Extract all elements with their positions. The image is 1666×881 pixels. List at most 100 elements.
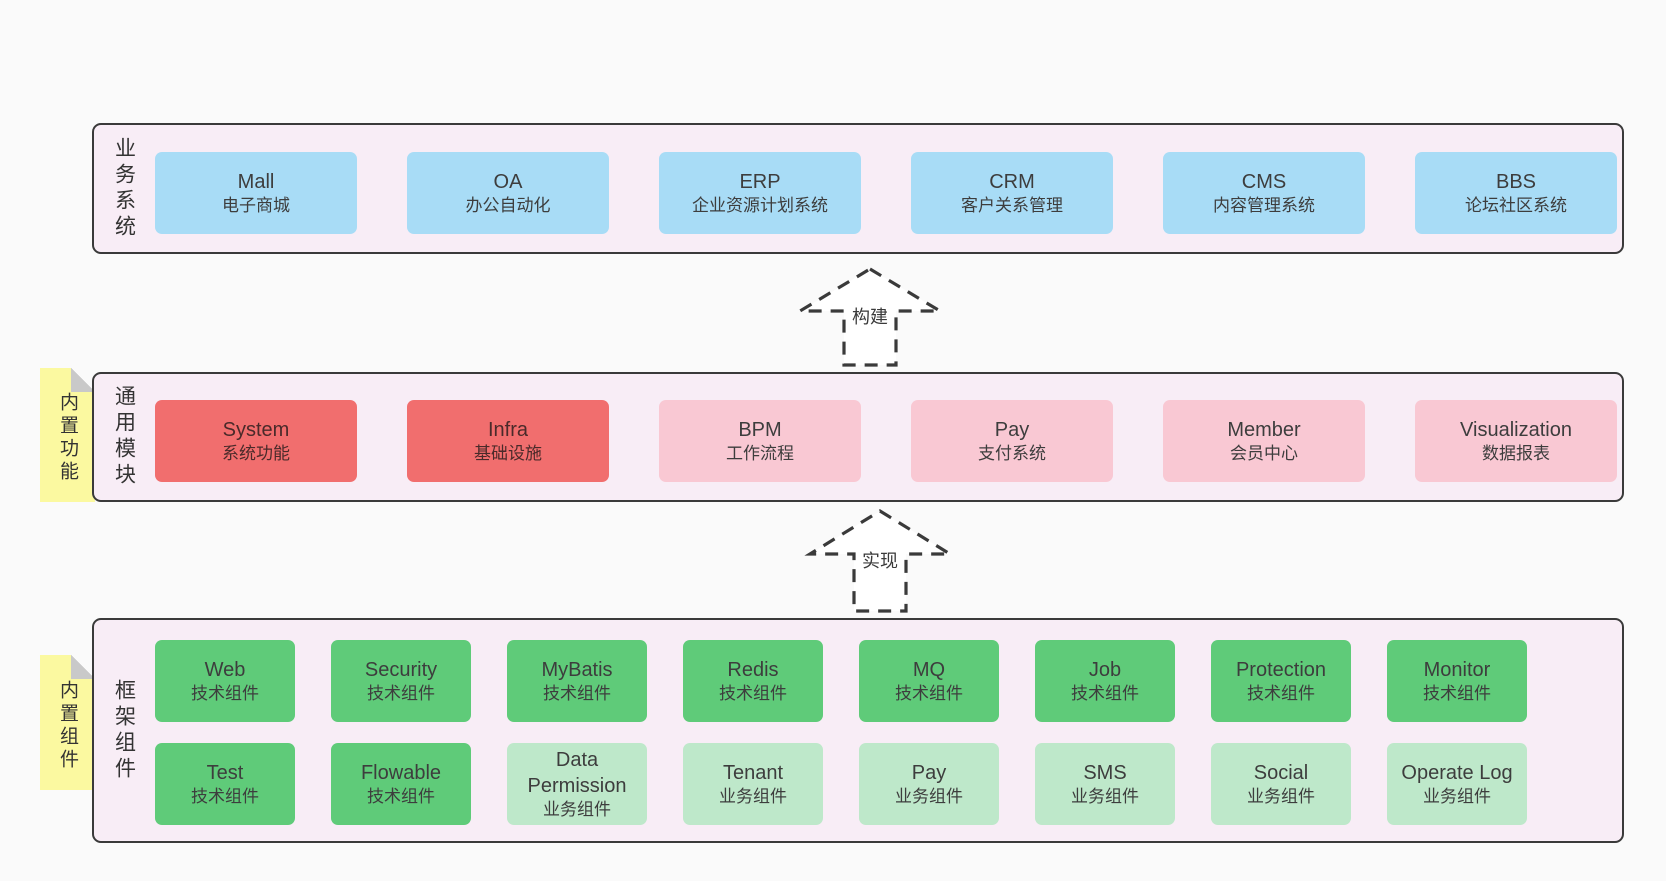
node-desc: 技术组件	[895, 683, 963, 703]
node-name: MQ	[912, 658, 946, 681]
node-crm: CRM 客户关系管理	[911, 152, 1113, 234]
node-bbs: BBS 论坛社区系统	[1415, 152, 1617, 234]
arrow-implement: 实现	[800, 508, 960, 614]
node-desc: 客户关系管理	[961, 195, 1063, 215]
node-protection: Protection 技术组件	[1211, 640, 1351, 722]
sticky-note-label: 内置功能	[57, 392, 78, 484]
node-bpm: BPM 工作流程	[659, 400, 861, 482]
node-name: Test	[206, 761, 244, 784]
node-desc: 技术组件	[191, 683, 259, 703]
node-monitor: Monitor 技术组件	[1387, 640, 1527, 722]
node-desc: 企业资源计划系统	[692, 195, 828, 215]
arrow-implement-label: 实现	[859, 550, 901, 574]
node-name: Tenant	[722, 761, 784, 784]
layer-business-systems: 业务系统 Mall 电子商城 OA 办公自动化 ERP 企业资源计划系统 CRM…	[92, 123, 1624, 254]
node-desc: 基础设施	[474, 443, 542, 463]
node-desc: 技术组件	[367, 683, 435, 703]
node-desc: 业务组件	[1071, 786, 1139, 806]
layer-common-modules: 通用模块 System 系统功能 Infra 基础设施 BPM 工作流程 Pay…	[92, 372, 1624, 502]
side-label-framework-components: 框架组件	[112, 678, 136, 783]
side-label-common-modules: 通用模块	[112, 385, 136, 489]
node-flowable: Flowable 技术组件	[331, 743, 471, 825]
node-desc: 支付系统	[978, 443, 1046, 463]
node-desc: 电子商城	[222, 195, 290, 215]
node-desc: 技术组件	[543, 683, 611, 703]
node-desc: 办公自动化	[465, 195, 551, 215]
sticky-note-built-in-components: 内置组件	[40, 655, 95, 790]
node-mall: Mall 电子商城	[155, 152, 357, 234]
node-visualization: Visualization 数据报表	[1415, 400, 1617, 482]
node-desc: 业务组件	[543, 799, 611, 819]
node-desc: 工作流程	[726, 443, 794, 463]
node-desc: 技术组件	[719, 683, 787, 703]
node-test: Test 技术组件	[155, 743, 295, 825]
node-redis: Redis 技术组件	[683, 640, 823, 722]
node-desc: 技术组件	[1071, 683, 1139, 703]
node-name: Monitor	[1423, 658, 1491, 681]
node-oa: OA 办公自动化	[407, 152, 609, 234]
node-erp: ERP 企业资源计划系统	[659, 152, 861, 234]
node-desc: 技术组件	[367, 786, 435, 806]
node-sms: SMS 业务组件	[1035, 743, 1175, 825]
node-name: Web	[204, 658, 246, 681]
node-social: Social 业务组件	[1211, 743, 1351, 825]
node-desc: 业务组件	[1247, 786, 1315, 806]
node-name: BPM	[738, 418, 782, 441]
node-name: Flowable	[360, 761, 442, 784]
layer-framework-components: 框架组件 Web 技术组件 Security 技术组件 MyBatis 技术组件…	[92, 618, 1624, 843]
arrow-build: 构建	[790, 266, 950, 368]
node-desc: 数据报表	[1482, 443, 1550, 463]
sticky-note-fold-icon	[71, 368, 95, 392]
side-label-business-systems: 业务系统	[112, 136, 136, 241]
node-name: MyBatis	[541, 658, 613, 681]
node-name: Pay	[994, 418, 1030, 441]
node-desc: 技术组件	[191, 786, 259, 806]
node-name: BBS	[1495, 170, 1537, 193]
node-name: Redis	[727, 658, 779, 681]
node-name: Social	[1253, 761, 1309, 784]
node-mybatis: MyBatis 技术组件	[507, 640, 647, 722]
sticky-note-fold-icon	[71, 655, 95, 679]
node-pay-component: Pay 业务组件	[859, 743, 999, 825]
node-mq: MQ 技术组件	[859, 640, 999, 722]
sticky-note-built-in-features: 内置功能	[40, 368, 95, 502]
node-operate-log: Operate Log 业务组件	[1387, 743, 1527, 825]
node-name: Pay	[911, 761, 947, 784]
node-name: Data Permission	[527, 748, 627, 797]
node-desc: 论坛社区系统	[1465, 195, 1567, 215]
node-web: Web 技术组件	[155, 640, 295, 722]
node-name: Visualization	[1460, 418, 1572, 441]
node-security: Security 技术组件	[331, 640, 471, 722]
node-infra: Infra 基础设施	[407, 400, 609, 482]
sticky-note-label: 内置组件	[57, 679, 78, 772]
node-name: Security	[364, 658, 438, 681]
node-system: System 系统功能	[155, 400, 357, 482]
node-name: Infra	[487, 418, 529, 441]
node-name: System	[222, 418, 290, 441]
node-desc: 系统功能	[222, 443, 290, 463]
node-name: ERP	[739, 170, 781, 193]
arrow-build-label: 构建	[849, 306, 891, 330]
node-job: Job 技术组件	[1035, 640, 1175, 722]
node-desc: 内容管理系统	[1213, 195, 1315, 215]
node-name: SMS	[1083, 761, 1127, 784]
node-data-permission: Data Permission 业务组件	[507, 743, 647, 825]
node-name: Operate Log	[1401, 761, 1513, 784]
node-name: CRM	[989, 170, 1035, 193]
node-desc: 技术组件	[1247, 683, 1315, 703]
node-cms: CMS 内容管理系统	[1163, 152, 1365, 234]
node-name: Protection	[1235, 658, 1327, 681]
node-name: Job	[1088, 658, 1122, 681]
node-desc: 技术组件	[1423, 683, 1491, 703]
node-pay-module: Pay 支付系统	[911, 400, 1113, 482]
node-member: Member 会员中心	[1163, 400, 1365, 482]
node-desc: 业务组件	[1423, 786, 1491, 806]
node-tenant: Tenant 业务组件	[683, 743, 823, 825]
node-name: CMS	[1241, 170, 1287, 193]
node-desc: 会员中心	[1230, 443, 1298, 463]
node-name: Member	[1227, 418, 1301, 441]
node-name: OA	[493, 170, 523, 193]
node-name: Mall	[237, 170, 275, 193]
node-desc: 业务组件	[895, 786, 963, 806]
